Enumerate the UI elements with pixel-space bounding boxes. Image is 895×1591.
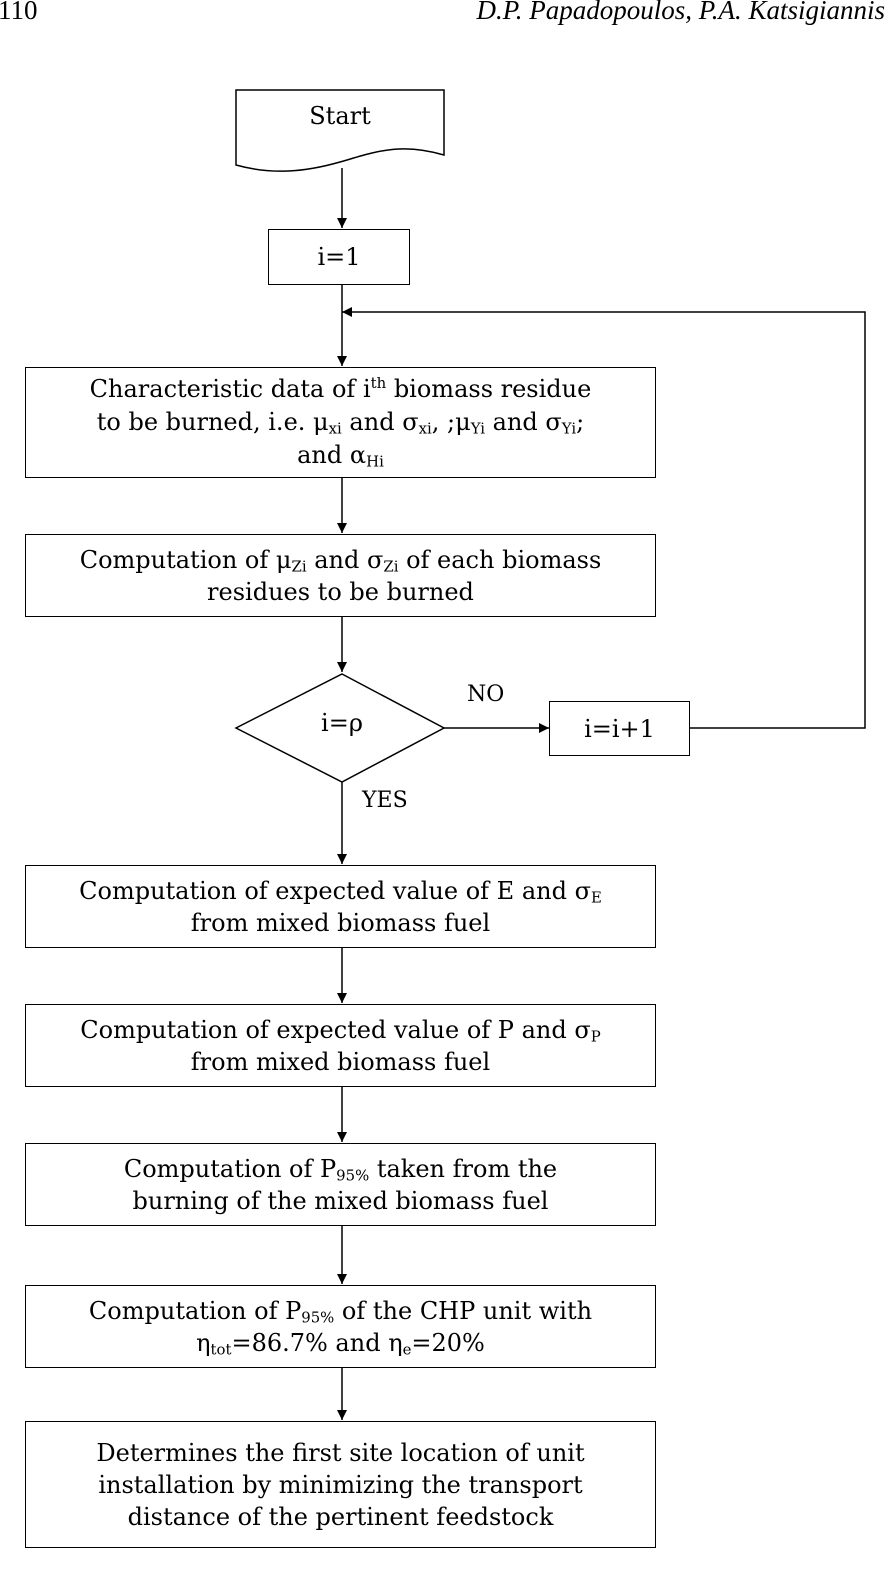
- site-location-line-3: distance of the pertinent feedstock: [127, 1502, 554, 1531]
- decision-label: i=ρ: [321, 709, 363, 737]
- expected-E-box: Computation of expected value of E and σ…: [25, 865, 656, 948]
- expected-E-line-2: from mixed biomass fuel: [190, 908, 491, 937]
- site-location-line-2: installation by minimizing the transport: [98, 1470, 583, 1499]
- p95-burning-line-2: burning of the mixed biomass fuel: [132, 1186, 549, 1215]
- init-box: i=1: [268, 229, 410, 285]
- expected-P-box: Computation of expected value of P and σ…: [25, 1004, 656, 1087]
- chp-unit-line-2: ηtot=86.7% and ηe=20%: [196, 1328, 485, 1359]
- site-location-line-1: Determines the first site location of un…: [96, 1438, 585, 1467]
- expected-E-line-1: Computation of expected value of E and σ…: [79, 876, 602, 907]
- page-number: 110: [0, 0, 38, 25]
- mu-z-computation-box: Computation of μZi and σZi of each bioma…: [25, 534, 656, 617]
- no-label: NO: [467, 682, 505, 707]
- expected-P-line-1: Computation of expected value of P and σ…: [80, 1015, 601, 1046]
- p95-burning-line-1: Computation of P95% taken from the: [123, 1154, 558, 1185]
- mu-z-line-1: Computation of μZi and σZi of each bioma…: [79, 545, 602, 576]
- increment-label: i=i+1: [584, 714, 655, 743]
- init-label: i=1: [317, 243, 361, 271]
- p95-burning-box: Computation of P95% taken from the burni…: [25, 1143, 656, 1226]
- characteristic-line-1: Characteristic data of ith biomass resid…: [89, 374, 592, 403]
- loop-back-line: [342, 307, 866, 729]
- yes-label: YES: [362, 788, 408, 813]
- mu-z-line-2: residues to be burned: [207, 577, 474, 606]
- characteristic-line-3: and αHi: [297, 441, 384, 471]
- site-location-box: Determines the first site location of un…: [25, 1421, 656, 1548]
- chp-unit-box: Computation of P95% of the CHP unit with…: [25, 1285, 656, 1368]
- characteristic-line-2: to be burned, i.e. μxi and σxi, ;μYi and…: [96, 408, 585, 438]
- characteristic-data-box: Characteristic data of ith biomass resid…: [25, 367, 656, 478]
- chp-unit-line-1: Computation of P95% of the CHP unit with: [88, 1296, 593, 1327]
- start-document-shape: [235, 89, 445, 172]
- running-header-authors: D.P. Papadopoulos, P.A. Katsigiannis: [476, 0, 885, 25]
- increment-box: i=i+1: [549, 701, 690, 756]
- start-label: Start: [309, 102, 371, 130]
- expected-P-line-2: from mixed biomass fuel: [190, 1047, 491, 1076]
